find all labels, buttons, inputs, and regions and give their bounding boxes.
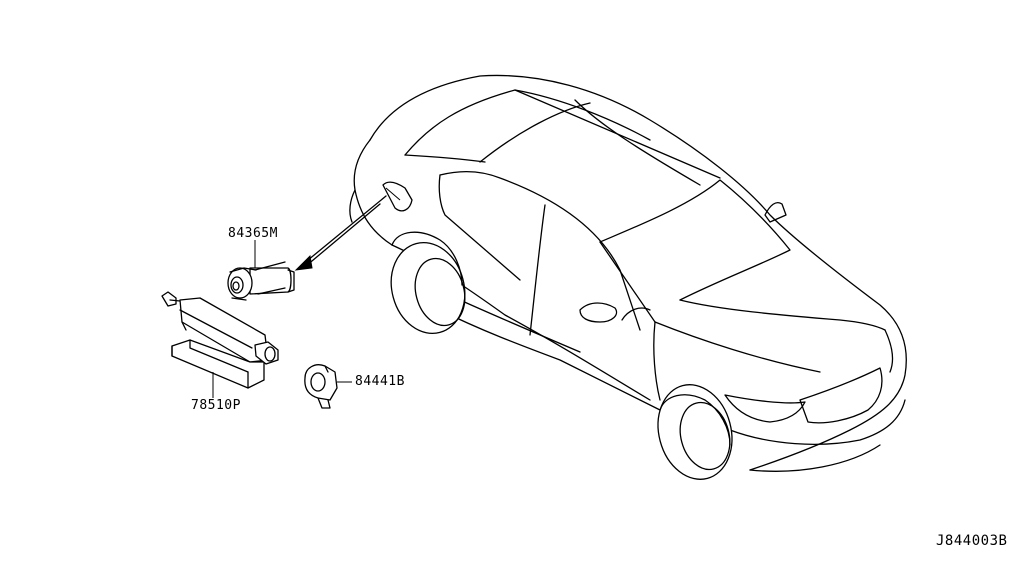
part-label-84441b: 84441B (355, 374, 405, 389)
diagram-code: J844003B (936, 533, 1008, 549)
leader-arrow (294, 195, 387, 271)
part-label-78510p: 78510P (191, 398, 241, 413)
part-84365m-drawing (227, 240, 295, 301)
part-78510p-drawing (161, 291, 279, 398)
car-illustration (349, 74, 907, 480)
part-label-84365m: 84365M (228, 226, 278, 241)
part-84441b-drawing (304, 364, 352, 409)
